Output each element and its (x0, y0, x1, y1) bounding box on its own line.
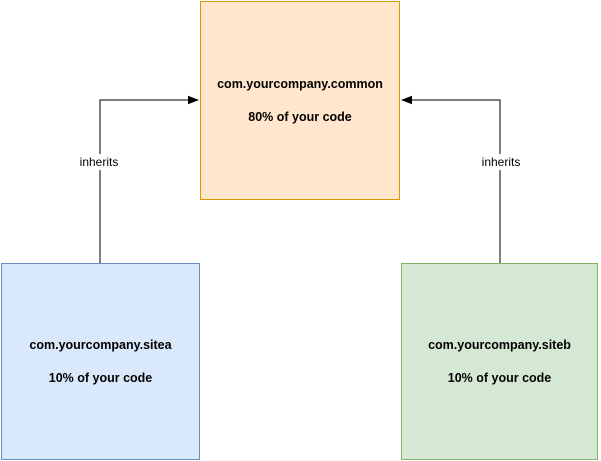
node-sitea-subtitle: 10% of your code (48, 371, 153, 385)
connector-sitea-to-common (99, 95, 199, 263)
arrowhead-right (401, 95, 412, 105)
node-sitea-title: com.yourcompany.sitea (29, 338, 172, 352)
node-siteb-title: com.yourcompany.siteb (428, 338, 571, 352)
node-common: com.yourcompany.common 80% of your code (200, 1, 400, 200)
connector-siteb-to-common (401, 95, 501, 263)
node-common-title: com.yourcompany.common (217, 77, 383, 91)
connector-label-inherits-right: inherits (478, 154, 524, 170)
node-sitea: com.yourcompany.sitea 10% of your code (1, 263, 200, 460)
connector-label-inherits-left: inherits (76, 154, 122, 170)
node-siteb-subtitle: 10% of your code (447, 371, 552, 385)
arrowhead-left (188, 95, 199, 105)
node-siteb: com.yourcompany.siteb 10% of your code (401, 263, 598, 460)
node-common-subtitle: 80% of your code (248, 110, 352, 124)
